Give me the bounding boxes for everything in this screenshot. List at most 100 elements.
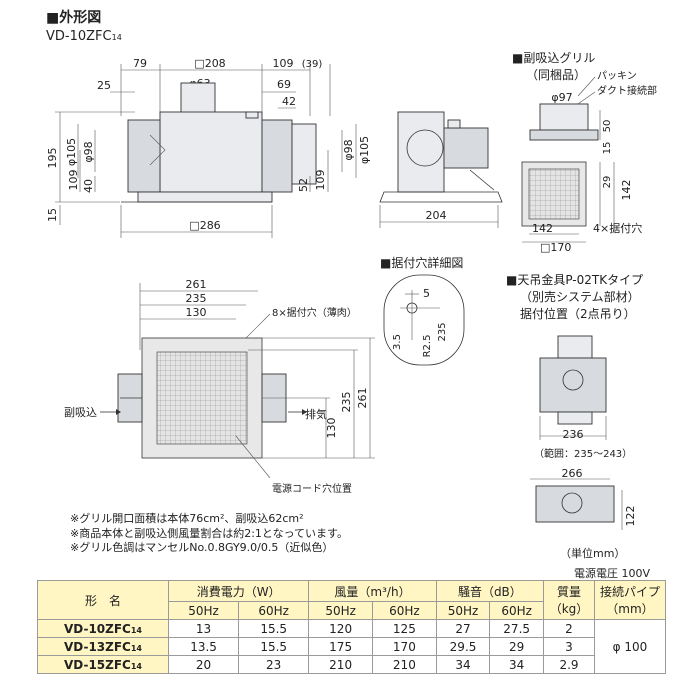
svg-text:235: 235: [186, 292, 207, 305]
svg-text:40: 40: [82, 179, 95, 193]
cell-flow-50: 210: [308, 655, 373, 674]
svg-text:φ105: φ105: [358, 136, 371, 164]
header-pipe: 接続パイプ（mm）: [594, 580, 666, 620]
plan-view: 261 235 130 8×据付穴（薄肉） 副吸込 排気 130 235 261…: [64, 278, 375, 495]
header-noise-50: 50Hz: [435, 601, 491, 620]
header-flow: 風量（m³/h）: [308, 580, 437, 602]
cell-flow-50: 175: [308, 637, 373, 656]
svg-text:142: 142: [532, 222, 553, 235]
table-row: VD-15ZFC14 20 23 210 210 34 34 2.9: [37, 655, 666, 674]
svg-text:79: 79: [133, 57, 147, 70]
mount-hole-detail: ■据付穴詳細図 5 3.5 R2.5 235: [380, 255, 465, 366]
svg-text:15: 15: [602, 142, 613, 155]
cell-flow-60: 125: [372, 619, 437, 638]
svg-text:142: 142: [620, 180, 633, 201]
header-noise-60: 60Hz: [489, 601, 544, 620]
voltage-label: 電源電圧 100V: [574, 567, 651, 580]
svg-text:109: 109: [67, 170, 80, 191]
svg-text:204: 204: [426, 209, 447, 222]
svg-text:電源コード穴位置: 電源コード穴位置: [272, 482, 352, 495]
unit-label: （単位mm）: [560, 547, 626, 560]
svg-text:R2.5: R2.5: [422, 335, 433, 358]
svg-text:5: 5: [423, 287, 430, 300]
cell-flow-50: 120: [308, 619, 373, 638]
note-1: ※グリル開口面積は本体76cm²、副吸込62cm²: [70, 512, 304, 525]
svg-text:据付位置（2点吊り）: 据付位置（2点吊り）: [520, 306, 636, 321]
cell-pipe: φ 100: [594, 619, 666, 674]
svg-text:261: 261: [356, 388, 369, 409]
svg-text:□208: □208: [194, 57, 225, 70]
note-2: ※商品本体と副吸込側風量割合は約2:1となっています。: [70, 526, 348, 540]
svg-text:15: 15: [46, 208, 59, 222]
header-power-60: 60Hz: [238, 601, 310, 620]
svg-text:69: 69: [277, 78, 291, 91]
row-model: VD-10ZFC14: [37, 619, 169, 638]
cell-noise-60: 34: [489, 655, 544, 674]
hanger-detail: ■天吊金具P-02TKタイプ （別売システム部材） 据付位置（2点吊り） 236…: [506, 272, 643, 530]
cell-power-60: 23: [238, 655, 310, 674]
svg-text:8×据付穴（薄肉）: 8×据付穴（薄肉）: [272, 306, 357, 319]
cell-flow-60: 210: [372, 655, 437, 674]
cell-noise-60: 29: [489, 637, 544, 656]
svg-text:130: 130: [186, 306, 207, 319]
svg-text:（同梱品）: （同梱品）: [526, 68, 586, 82]
cell-flow-60: 170: [372, 637, 437, 656]
header-model: 形 名: [37, 580, 169, 620]
svg-text:195: 195: [46, 148, 59, 169]
svg-text:□286: □286: [189, 219, 220, 232]
svg-text:122: 122: [624, 506, 637, 527]
svg-text:266: 266: [562, 467, 583, 480]
svg-text:■天吊金具P-02TKタイプ: ■天吊金具P-02TKタイプ: [506, 272, 643, 287]
svg-text:ダクト接続部: ダクト接続部: [597, 84, 657, 97]
svg-text:29: 29: [602, 176, 613, 189]
svg-text:3.5: 3.5: [392, 334, 403, 350]
svg-text:（範囲：235～243）: （範囲：235～243）: [534, 447, 632, 460]
svg-text:42: 42: [282, 95, 296, 108]
header-power-50: 50Hz: [167, 601, 240, 620]
svg-text:φ105: φ105: [65, 138, 78, 166]
header-mass: 質量（kg）: [543, 580, 595, 620]
svg-text:■据付穴詳細図: ■据付穴詳細図: [380, 255, 463, 270]
cell-noise-50: 34: [435, 655, 491, 674]
svg-text:φ98: φ98: [82, 141, 95, 162]
table-row: VD-10ZFC14 13 15.5 120 125 27 27.5 2 φ 1…: [37, 619, 666, 674]
side-view: 204: [379, 111, 503, 228]
svg-text:パッキン: パッキン: [597, 70, 637, 82]
cell-mass: 2: [543, 619, 595, 638]
svg-text:（別売システム部材）: （別売システム部材）: [520, 289, 640, 304]
model-title: VD-10ZFC14: [46, 29, 122, 44]
cell-mass: 3: [543, 637, 595, 656]
svg-text:25: 25: [97, 79, 111, 92]
cell-power-60: 15.5: [238, 637, 310, 656]
svg-text:排気: 排気: [305, 407, 327, 421]
header-flow-50: 50Hz: [308, 601, 373, 620]
notes: ※グリル開口面積は本体76cm²、副吸込62cm² ※商品本体と副吸込側風量割合…: [70, 512, 348, 556]
svg-text:(39): (39): [302, 59, 323, 70]
svg-text:130: 130: [325, 418, 338, 439]
svg-text:235: 235: [437, 322, 448, 341]
cell-power-50: 20: [167, 655, 240, 674]
table-row: VD-13ZFC14 13.5 15.5 175 170 29.5 29 3: [37, 637, 666, 656]
row-model: VD-13ZFC14: [37, 637, 169, 656]
svg-text:□170: □170: [540, 241, 571, 254]
svg-text:■副吸込グリル: ■副吸込グリル: [512, 51, 595, 65]
cell-power-50: 13.5: [167, 637, 240, 656]
cell-noise-50: 29.5: [435, 637, 491, 656]
svg-text:φ97: φ97: [551, 91, 572, 104]
grill-detail: ■副吸込グリル （同梱品） パッキン ダクト接続部 φ97 50 15 29 1…: [512, 51, 657, 254]
note-3: ※グリル色調はマンセルNo.0.8GY9.0/0.5（近似色）: [70, 541, 334, 554]
cell-mass: 2.9: [543, 655, 595, 674]
svg-text:52: 52: [297, 178, 310, 192]
header-flow-60: 60Hz: [372, 601, 437, 620]
section-title: ■外形図: [46, 9, 101, 26]
header-noise: 騒音（dB）: [435, 580, 545, 602]
svg-text:φ98: φ98: [342, 139, 355, 160]
header-power: 消費電力（W）: [167, 580, 310, 602]
front-view: 79 □208 109 (39) 25 φ63 69 42 195 φ105 φ…: [46, 57, 371, 238]
cell-noise-60: 27.5: [489, 619, 544, 638]
svg-text:4×据付穴: 4×据付穴: [593, 221, 642, 235]
svg-text:副吸込: 副吸込: [64, 406, 97, 419]
cell-power-50: 13: [167, 619, 240, 638]
spec-table: 形 名 消費電力（W） 風量（m³/h） 騒音（dB） 質量（kg） 接続パイプ…: [37, 580, 666, 674]
